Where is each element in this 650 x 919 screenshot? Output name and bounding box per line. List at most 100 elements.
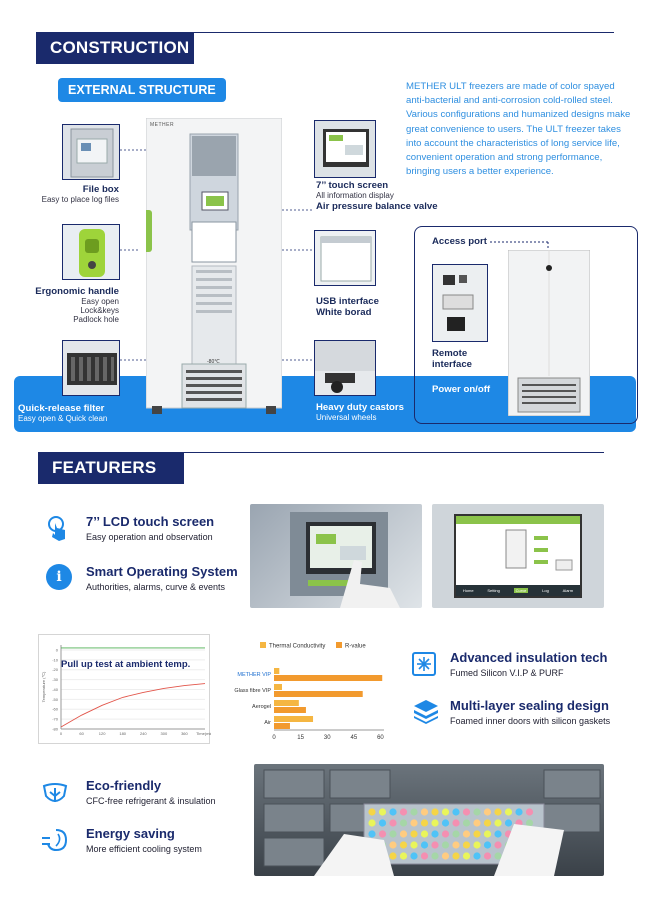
usb-title: USB interface	[316, 296, 379, 307]
test-tube	[410, 819, 418, 827]
test-tube	[452, 852, 460, 860]
touch-sub: All information display	[316, 191, 394, 200]
test-tube	[473, 852, 481, 860]
test-tube	[420, 819, 429, 827]
test-tube	[494, 819, 502, 827]
eco-title: Eco-friendly	[86, 778, 162, 793]
snowflake-icon	[412, 652, 436, 676]
sample-rack-photo	[254, 764, 604, 876]
x-tick-label: 300	[161, 731, 168, 736]
legend-label: Thermal Conductivity	[269, 644, 325, 650]
handle-thumb	[62, 224, 120, 280]
test-tube	[368, 830, 376, 838]
bar	[274, 723, 290, 729]
touch-label: 7’’ touch screen All information display…	[316, 180, 446, 212]
external-structure-pill: EXTERNAL STRUCTURE	[58, 78, 226, 102]
x-tick-label: 15	[297, 735, 304, 741]
category-label: Air	[264, 720, 271, 726]
lcd-title: 7’’ LCD touch screen	[86, 514, 215, 529]
bar	[274, 675, 383, 681]
handle-sub-3: Padlock hole	[73, 315, 119, 324]
energy-sub: More efficient cooling system	[86, 844, 202, 854]
test-tube	[399, 830, 408, 838]
touch-thumb	[314, 120, 376, 178]
screen-tab-curve: Curve	[513, 588, 529, 593]
file-box-title: File box	[82, 184, 119, 195]
test-tube	[410, 841, 418, 849]
y-tick-label: -40	[52, 687, 59, 692]
back-panel-box	[414, 226, 638, 424]
finger-screen-photo	[250, 504, 422, 608]
remote-label: Remote interface	[432, 348, 472, 370]
test-tube	[483, 808, 492, 816]
castor-title: Heavy duty castors	[316, 402, 404, 413]
y-axis-label: Temperature (℃)	[41, 671, 46, 702]
test-tube	[525, 808, 534, 816]
y-tick-label: -30	[52, 677, 59, 682]
touch-title: 7’’ touch screen	[316, 180, 389, 191]
x-tick-label: 45	[350, 735, 357, 741]
filter-title: Quick-release filter	[18, 403, 105, 414]
test-tube	[420, 841, 429, 849]
touch-screen-icon	[323, 129, 369, 167]
test-tube	[452, 819, 460, 827]
test-tube	[368, 819, 376, 827]
os-feature: Smart Operating System Authorities, alar…	[86, 564, 238, 592]
freezer-illustration	[146, 118, 282, 414]
freezer-badge: -80℃	[207, 359, 220, 365]
screen-tab-log: Log	[542, 588, 549, 593]
touch-hand-icon	[44, 514, 72, 542]
white-board-title: White borad	[316, 307, 372, 318]
usb-label: USB interface White borad	[316, 296, 416, 318]
test-tube	[431, 819, 439, 827]
pressure-valve-title: Air pressure balance valve	[316, 201, 438, 212]
test-tube	[420, 830, 429, 838]
screen-tab-alarm: Alarm	[562, 588, 574, 593]
touch-panel-illustration	[290, 512, 400, 608]
lcd-sub: Easy operation and observation	[86, 532, 213, 542]
screen-tab-home: Home	[462, 588, 474, 593]
sealing-feature: Multi-layer sealing design Foamed inner …	[450, 698, 610, 726]
x-tick-label: 180	[119, 731, 126, 736]
test-tube	[494, 808, 502, 816]
castor-label: Heavy duty castors Universal wheels	[316, 402, 436, 422]
test-tube	[441, 819, 450, 827]
remote-thumb	[432, 264, 488, 342]
test-tube	[483, 841, 492, 849]
test-tube	[431, 852, 439, 860]
test-tube	[483, 830, 492, 838]
access-port-connector	[490, 241, 549, 264]
castor-thumb	[314, 340, 376, 396]
screen-ui: Home Setting Curve Log Alarm	[454, 514, 582, 598]
category-label: Glass fibre VIP	[234, 688, 271, 694]
test-tube	[399, 808, 408, 816]
eco-sub: CFC-free refrigerant & insulation	[86, 796, 216, 806]
file-box-sub: Easy to place log files	[41, 195, 119, 204]
test-tube	[494, 830, 502, 838]
y-tick-label: -50	[52, 697, 59, 702]
test-tube	[483, 852, 492, 860]
y-tick-label: -10	[52, 657, 59, 662]
test-tube	[389, 830, 397, 838]
sealing-sub: Foamed inner doors with silicon gaskets	[450, 716, 611, 726]
eco-leaf-icon	[40, 780, 70, 808]
back-view-freezer	[508, 250, 590, 416]
filter-sub: Easy open & Quick clean	[18, 414, 108, 423]
handle-title: Ergonomic handle	[35, 286, 119, 297]
usb-panel-icon	[320, 236, 372, 282]
test-tube	[473, 808, 481, 816]
test-tube	[515, 808, 523, 816]
handle-sub-2: Lock&keys	[80, 306, 119, 315]
test-tube	[431, 841, 439, 849]
series-line	[60, 683, 206, 728]
test-tube	[525, 819, 534, 827]
x-tick-label: 360	[181, 731, 188, 736]
castor-icon	[315, 341, 375, 393]
sealing-title: Multi-layer sealing design	[450, 698, 609, 713]
castor-sub: Universal wheels	[316, 413, 377, 422]
bar	[274, 716, 314, 722]
